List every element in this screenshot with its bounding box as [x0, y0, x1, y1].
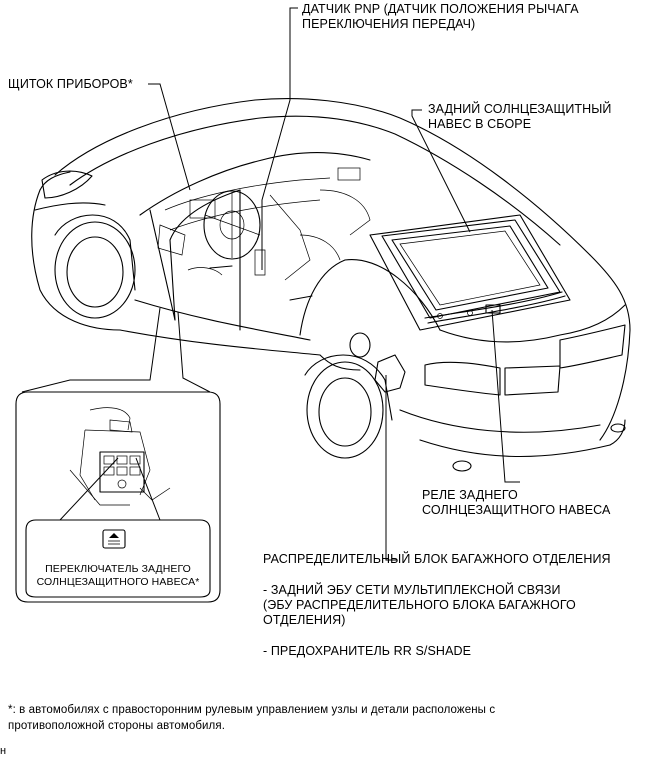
inset-detail: [15, 307, 221, 603]
sunshade-switch-label: ПЕРЕКЛЮЧАТЕЛЬ ЗАДНЕГО СОЛНЦЕЗАЩИТНОГО НА…: [36, 563, 200, 588]
fuse-label: - ПРЕДОХРАНИТЕЛЬ RR S/SHADE: [263, 644, 472, 658]
luggage-junction-block: [374, 354, 406, 393]
luggage-junction-block-label: РАСПРЕДЕЛИТЕЛЬНЫЙ БЛОК БАГАЖНОГО ОТДЕЛЕН…: [263, 552, 611, 566]
car-body: [31, 98, 631, 472]
rear-sunshade-assy-label: ЗАДНИЙ СОЛНЦЕЗАЩИТНЫЙ НАВЕС В СБОРЕ: [428, 102, 612, 131]
rear-sunshade: [381, 219, 566, 324]
interior: [157, 167, 371, 281]
multiplex-ecu-label: - ЗАДНИЙ ЭБУ СЕТИ МУЛЬТИПЛЕКСНОЙ СВЯЗИ (…: [263, 583, 576, 627]
instrument-panel-label: ЩИТОК ПРИБОРОВ*: [8, 77, 133, 91]
pnp-sensor-label: ДАТЧИК PNP (ДАТЧИК ПОЛОЖЕНИЯ РЫЧАГА ПЕРЕ…: [302, 2, 579, 31]
leader-lines: [148, 7, 520, 561]
rear-sunshade-relay-label: РЕЛЕ ЗАДНЕГО СОЛНЦЕЗАЩИТНОГО НАВЕСА: [422, 488, 611, 517]
footnote: *: в автомобилях с правосторонним рулевы…: [8, 704, 496, 732]
corner-mark: н: [0, 745, 7, 757]
